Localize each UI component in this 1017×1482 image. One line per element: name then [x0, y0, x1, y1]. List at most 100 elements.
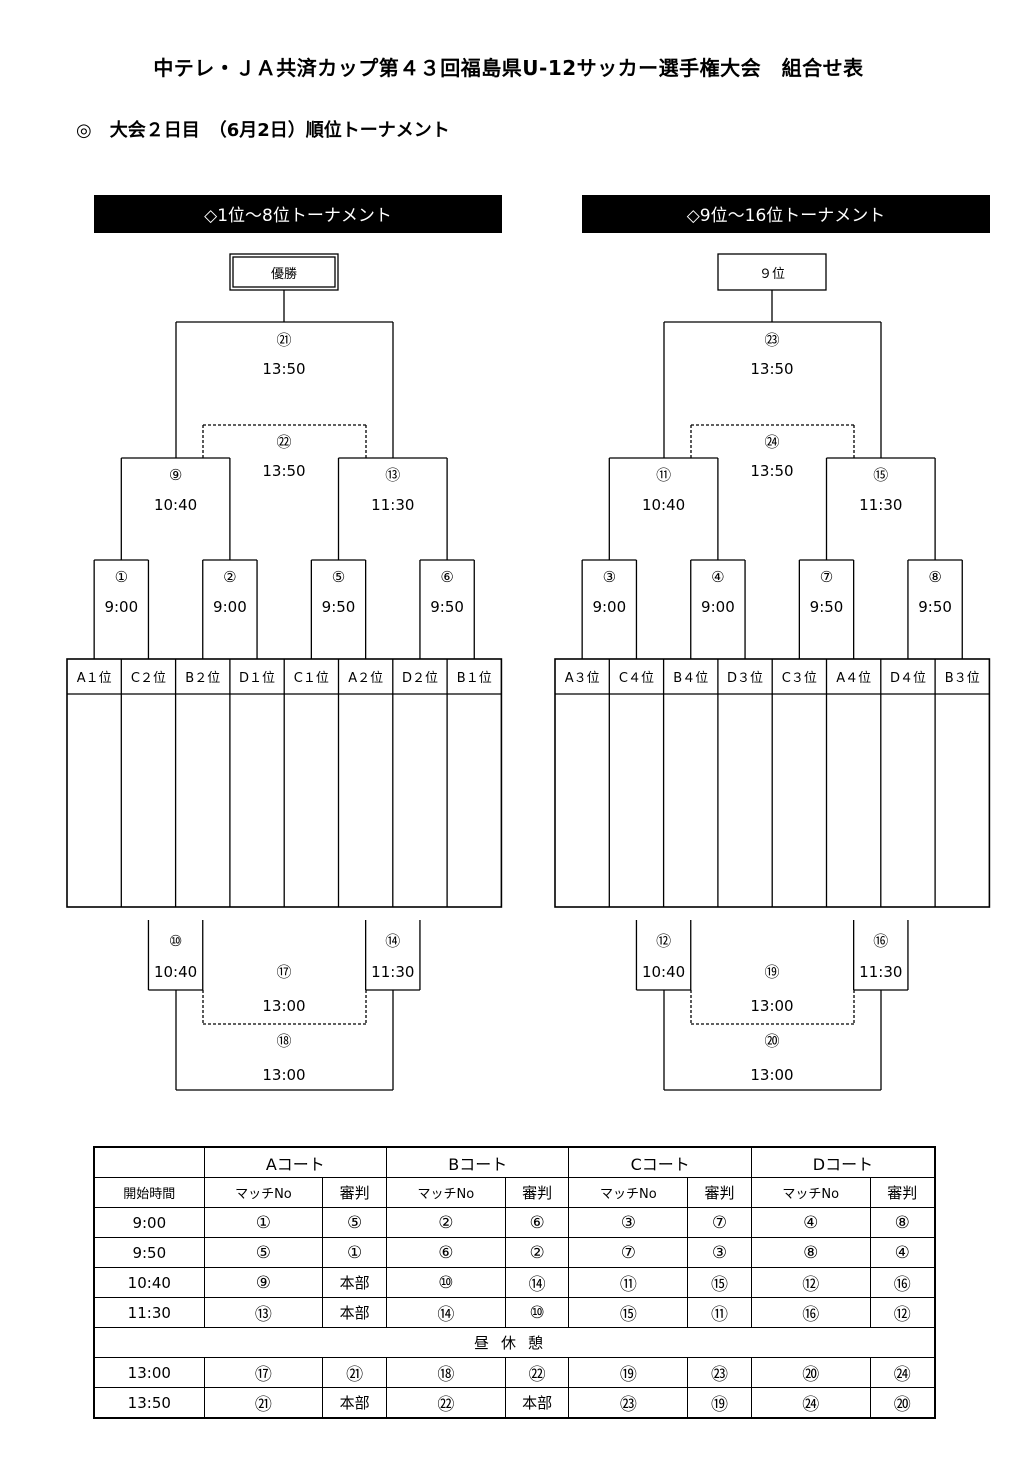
bracket-2-quarter-time-1: 9:00 — [592, 598, 626, 616]
bracket-2-slot-label-2: C４位 — [619, 671, 654, 686]
bracket-2-quarter-no-4: ⑧ — [928, 568, 941, 586]
match-no-cell: ⑰ — [203, 1357, 324, 1388]
referee-header: 審判 — [687, 1177, 752, 1208]
bracket-1-lower-semi-no-2: ⑭ — [385, 932, 400, 950]
bracket-1-third-no: ㉒ — [276, 433, 291, 451]
start-time-cell: 9:50 — [93, 1237, 205, 1268]
match-no-cell: ① — [203, 1207, 324, 1238]
match-no-cell: ㉔ — [750, 1387, 871, 1419]
bracket-1-slot-label-6: A２位 — [348, 671, 383, 686]
match-no-cell: ⑬ — [203, 1297, 324, 1328]
match-no-cell: ④ — [750, 1207, 871, 1238]
bracket-1-semi-no-2: ⑬ — [385, 466, 400, 484]
referee-cell: 本部 — [504, 1387, 570, 1419]
bracket-2-lower-mid-time: 13:00 — [750, 997, 793, 1015]
bracket-1-quarter-no-2: ② — [223, 568, 236, 586]
bracket-2-header: ◇9位～16位トーナメント — [687, 206, 886, 226]
court-header: Dコート — [750, 1146, 936, 1178]
bracket-1-lower-mid-no: ⑰ — [276, 963, 291, 981]
bracket-2-semi-no-1: ⑪ — [656, 466, 671, 484]
court-header: Bコート — [386, 1146, 570, 1178]
lunch-break-cell: 昼休憩 — [93, 1327, 936, 1358]
referee-cell: 本部 — [322, 1297, 388, 1328]
bracket-1-lower-semi-no-1: ⑩ — [169, 932, 182, 950]
bracket-1-final-no: ㉑ — [276, 331, 291, 349]
start-time-cell: 13:50 — [93, 1387, 205, 1419]
court-header: Aコート — [203, 1146, 388, 1178]
referee-header: 審判 — [322, 1177, 388, 1208]
bracket-1-slot-label-7: D２位 — [402, 671, 438, 686]
referee-header: 審判 — [504, 1177, 570, 1208]
match-no-cell: ⑩ — [386, 1267, 506, 1298]
bracket-1-quarter-time-1: 9:00 — [104, 598, 138, 616]
referee-cell: ⑳ — [869, 1387, 936, 1419]
referee-cell: ⑩ — [504, 1297, 570, 1328]
referee-cell: ⑥ — [504, 1207, 570, 1238]
referee-cell: 本部 — [322, 1267, 388, 1298]
referee-cell: ④ — [869, 1237, 936, 1268]
bracket-2-lower-semi-time-1: 10:40 — [642, 963, 685, 981]
start-time-cell: 9:00 — [93, 1207, 205, 1238]
match-no-cell: ⑮ — [568, 1297, 689, 1328]
bracket-1-lower-semi-time-2: 11:30 — [371, 963, 414, 981]
start-time-header: 開始時間 — [93, 1177, 205, 1208]
bracket-1-quarter-time-3: 9:50 — [322, 598, 356, 616]
page-subtitle: ◎ 大会２日目 （6月2日）順位トーナメント — [76, 120, 450, 141]
match-no-header: マッチNo — [386, 1177, 506, 1208]
bracket-1-lower-mid-time: 13:00 — [262, 997, 305, 1015]
match-no-cell: ⑲ — [568, 1357, 689, 1388]
bracket-2-slot-label-7: D４位 — [890, 671, 926, 686]
referee-cell: ⑪ — [687, 1297, 752, 1328]
bracket-1-header: ◇1位～8位トーナメント — [204, 206, 392, 226]
referee-cell: ⑭ — [504, 1267, 570, 1298]
referee-cell: ⑫ — [869, 1297, 936, 1328]
bracket-2-slot-label-1: A３位 — [565, 671, 600, 686]
referee-cell: 本部 — [322, 1387, 388, 1419]
match-no-cell: ⑪ — [568, 1267, 689, 1298]
bracket-1-final-time: 13:50 — [262, 360, 305, 378]
bracket-1-quarter-time-2: 9:00 — [213, 598, 247, 616]
match-no-cell: ⑱ — [386, 1357, 506, 1388]
bracket-1-quarter-time-4: 9:50 — [430, 598, 464, 616]
bracket-2-slot-label-6: A４位 — [836, 671, 871, 686]
court-header: Cコート — [568, 1146, 752, 1178]
bracket-1-slot-label-2: C２位 — [131, 671, 166, 686]
match-no-header: マッチNo — [568, 1177, 689, 1208]
bracket-2-lower-final-no: ⑳ — [764, 1032, 779, 1050]
referee-cell: ③ — [687, 1237, 752, 1268]
match-no-cell: ② — [386, 1207, 506, 1238]
match-no-cell: ⑭ — [386, 1297, 506, 1328]
referee-cell: ㉒ — [504, 1357, 570, 1388]
bracket-2-semi-time-1: 10:40 — [642, 496, 685, 514]
bracket-2-third-time: 13:50 — [750, 462, 793, 480]
match-no-cell: ㉓ — [568, 1387, 689, 1419]
bracket-2-result-label: ９位 — [759, 267, 785, 282]
bracket-1-lower-semi-time-1: 10:40 — [154, 963, 197, 981]
bracket-1-slot-label-4: D１位 — [239, 671, 275, 686]
bracket-1-result-box-inner — [232, 256, 336, 288]
match-no-cell: ⑯ — [750, 1297, 871, 1328]
referee-cell: ⑤ — [322, 1207, 388, 1238]
match-no-cell: ⑫ — [750, 1267, 871, 1298]
bracket-2-slot-label-5: C３位 — [782, 671, 817, 686]
bracket-1-header-bar — [94, 195, 502, 233]
bracket-1-lower-final-no: ⑱ — [276, 1032, 291, 1050]
bracket-2-lower-final-time: 13:00 — [750, 1066, 793, 1084]
referee-cell: ⑧ — [869, 1207, 936, 1238]
referee-cell: ⑲ — [687, 1387, 752, 1419]
bracket-2-slot-label-3: B４位 — [673, 671, 708, 686]
bracket-1-third-time: 13:50 — [262, 462, 305, 480]
referee-cell: ㉔ — [869, 1357, 936, 1388]
match-no-header: マッチNo — [750, 1177, 871, 1208]
bracket-1-semi-no-1: ⑨ — [169, 466, 182, 484]
match-no-cell: ㉑ — [203, 1387, 324, 1419]
bracket-1-semi-time-2: 11:30 — [371, 496, 414, 514]
match-no-cell: ⑧ — [750, 1237, 871, 1268]
referee-cell: ① — [322, 1237, 388, 1268]
referee-cell: ⑦ — [687, 1207, 752, 1238]
bracket-2-quarter-no-1: ③ — [603, 568, 616, 586]
